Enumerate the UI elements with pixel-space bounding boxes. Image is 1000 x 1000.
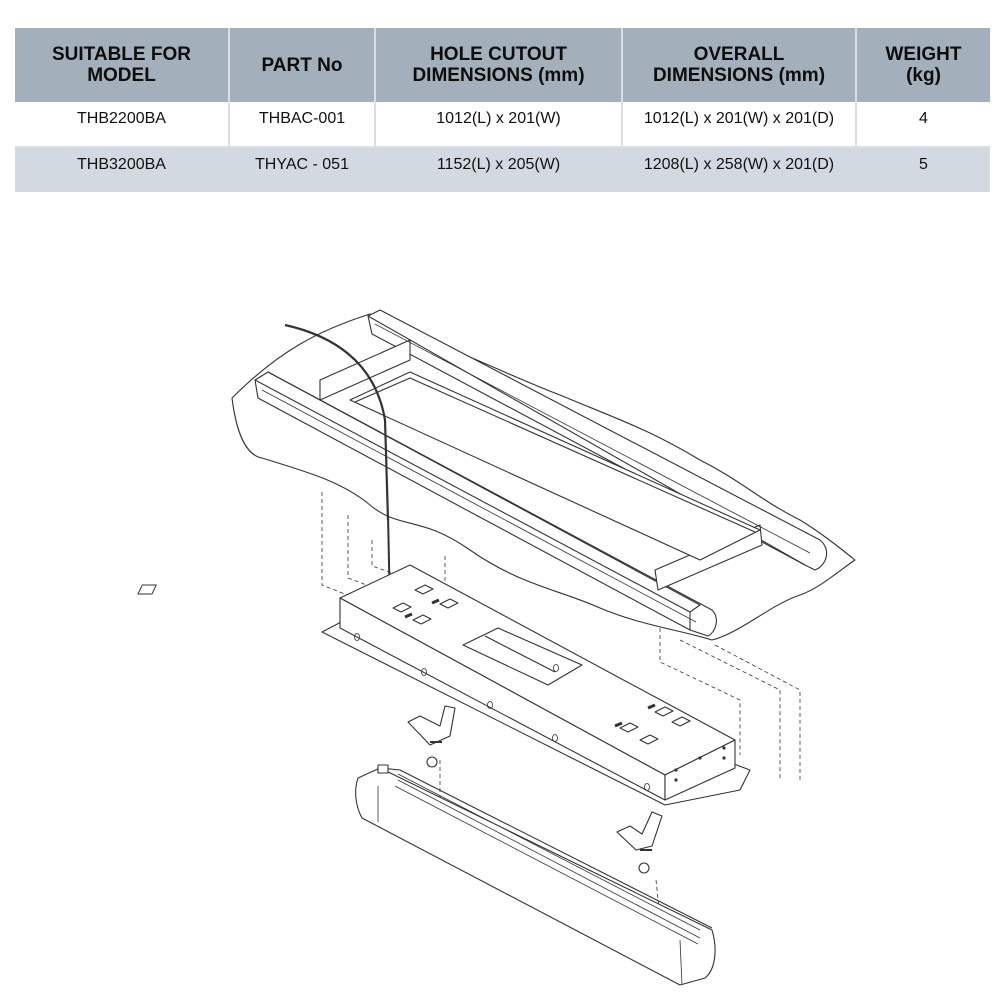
cell-model: THB2200BA (15, 102, 230, 148)
cell-part-no: THYAC - 051 (229, 147, 376, 192)
projection-lines (321, 492, 801, 780)
exploded-installation-diagram (137, 309, 856, 986)
cell-weight: 5 (856, 147, 990, 192)
cell-overall-dimensions: 1012(L) x 201(W) x 201(D) (622, 102, 857, 148)
power-cable (284, 323, 390, 521)
header-part-no: PART No (229, 28, 376, 102)
table-row: THB2200BA THBAC-001 1012(L) x 201(W) 101… (15, 102, 990, 148)
cell-part-no: THBAC-001 (229, 102, 376, 148)
cell-model: THB3200BA (15, 147, 230, 192)
heater-unit (355, 764, 716, 986)
table-row: THB3200BA THYAC - 051 1152(L) x 205(W) 1… (15, 147, 990, 192)
mounting-bracket-right (616, 811, 663, 919)
cell-hole-cutout: 1152(L) x 205(W) (375, 147, 623, 192)
cell-hole-cutout: 1012(L) x 201(W) (375, 102, 623, 148)
cell-overall-dimensions: 1208(L) x 258(W) x 201(D) (622, 147, 857, 192)
header-weight: WEIGHT(kg) (856, 28, 990, 102)
recess-box (137, 564, 751, 806)
cell-weight: 4 (856, 102, 990, 148)
ceiling-frame (231, 309, 856, 641)
mounting-bracket-left (407, 705, 456, 800)
